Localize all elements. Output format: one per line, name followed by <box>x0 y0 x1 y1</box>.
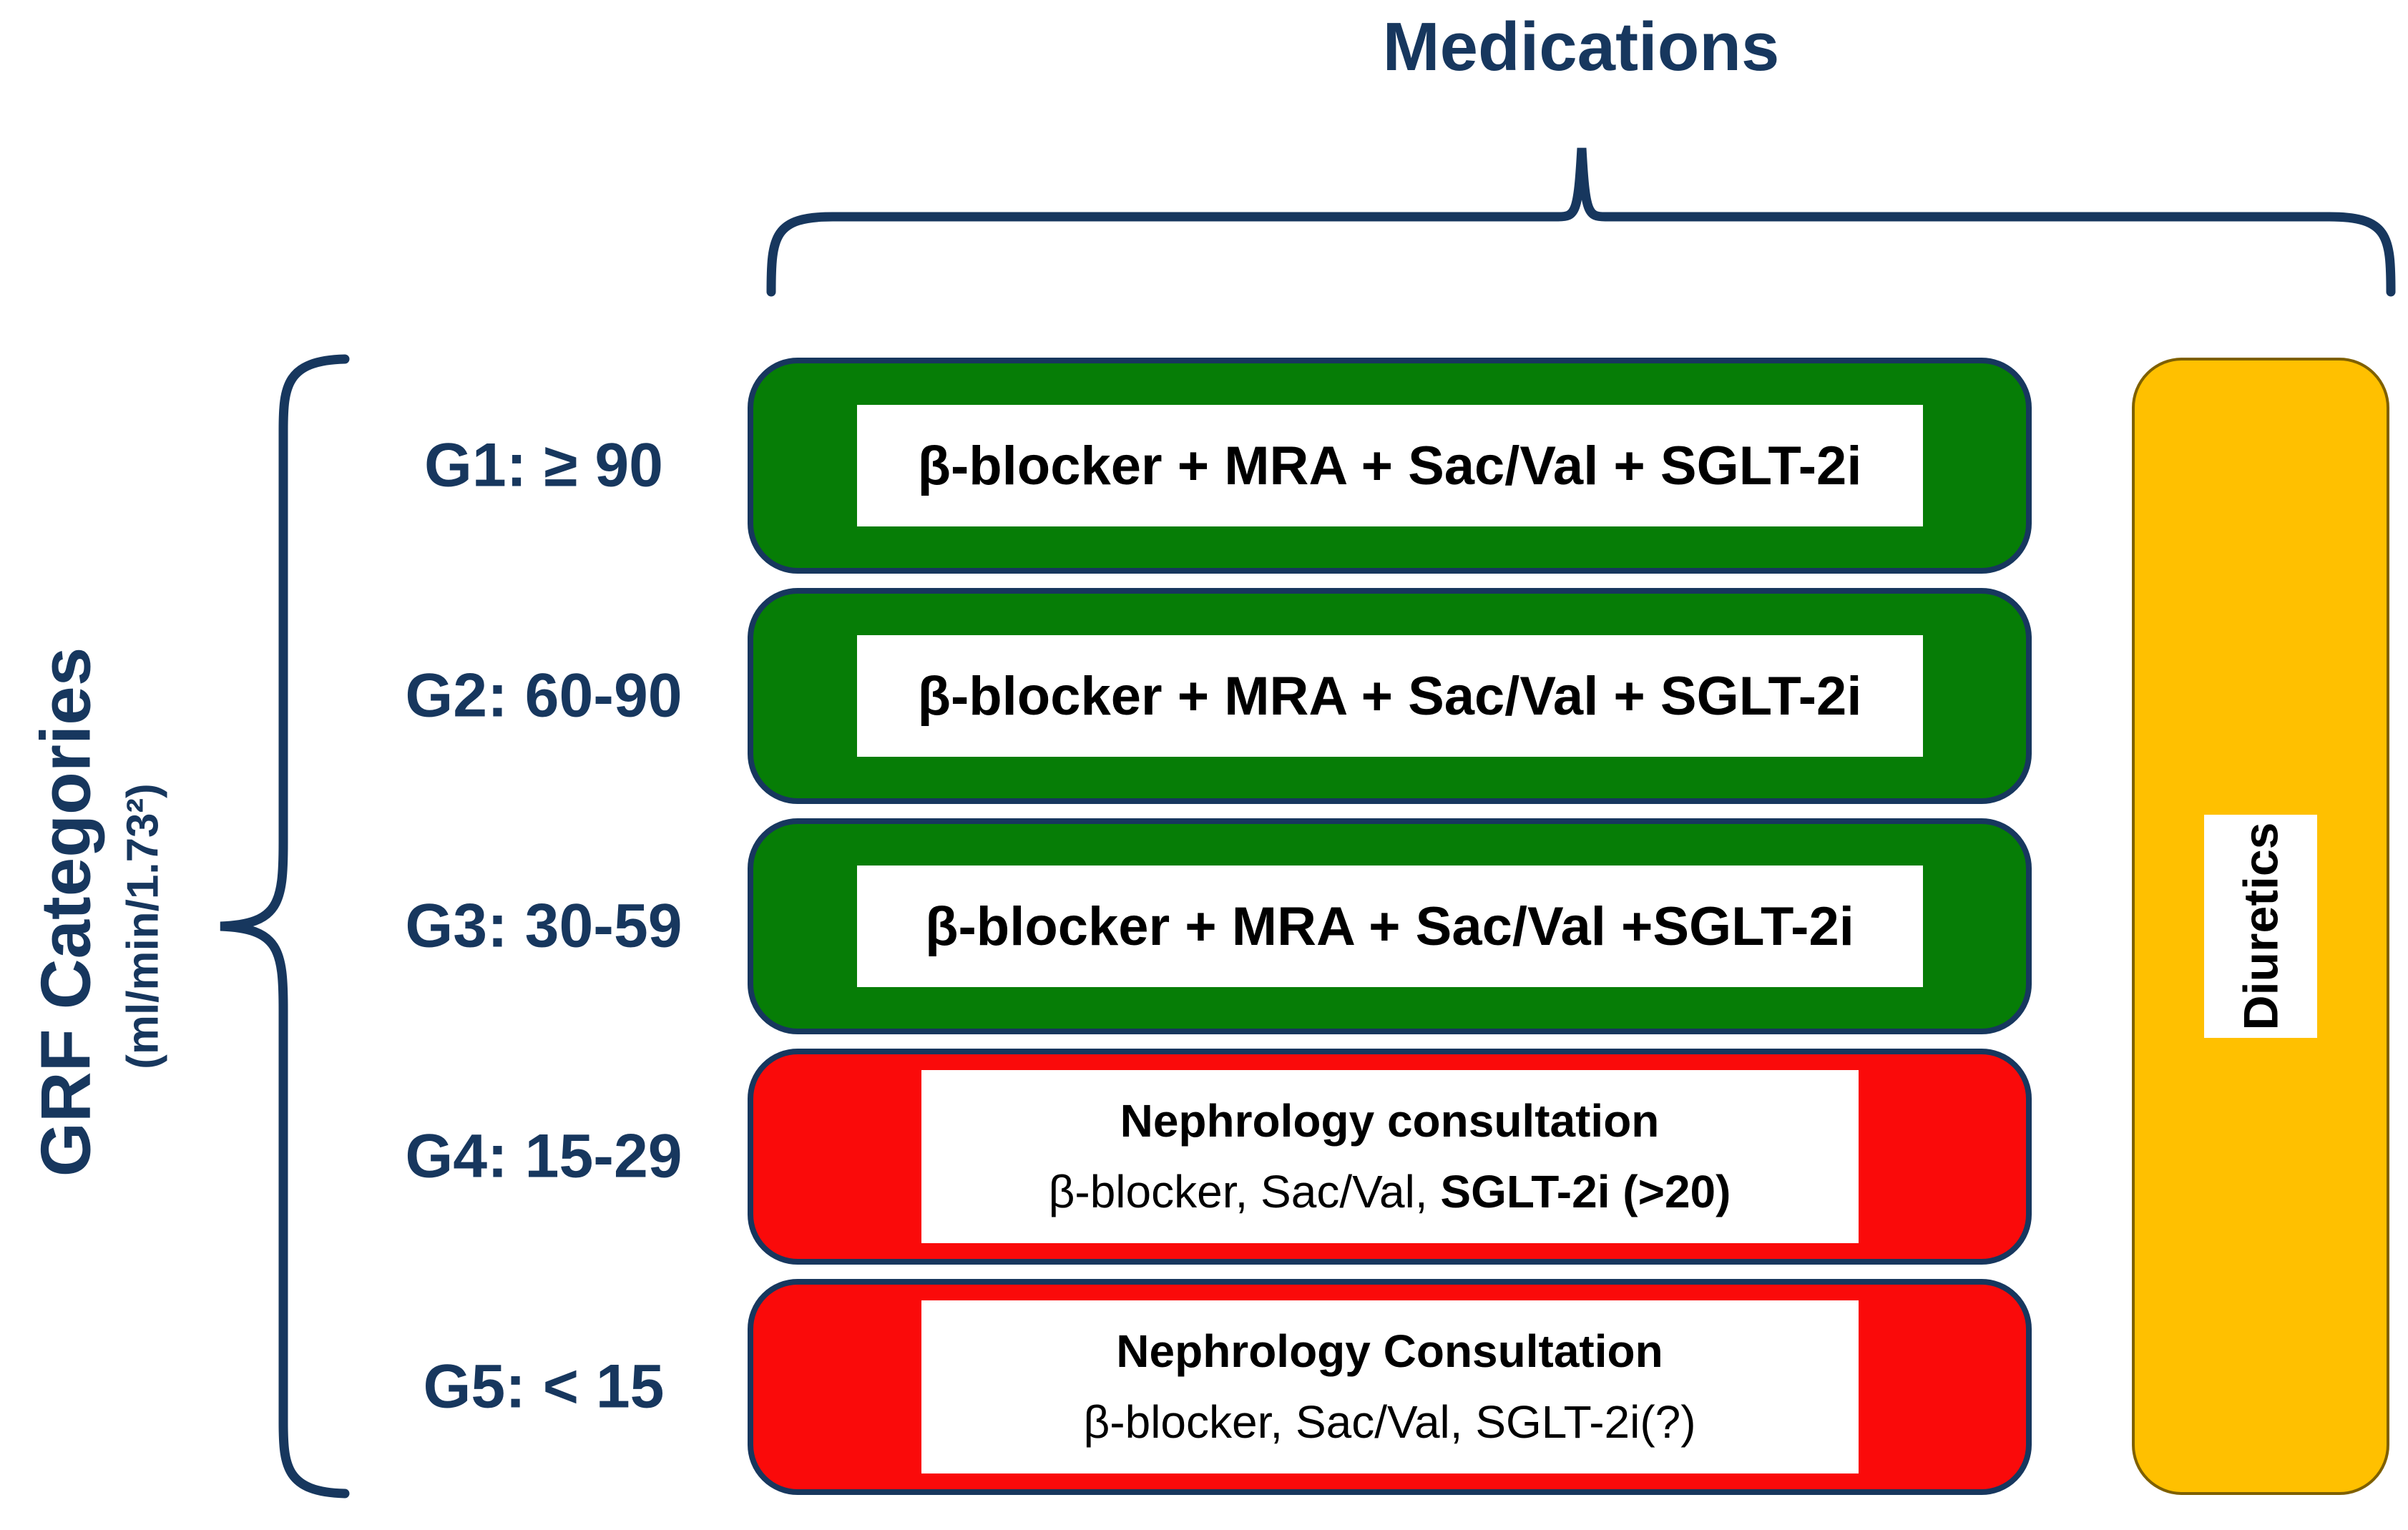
medication-label-g4: Nephrology consultation β-blocker, Sac/V… <box>921 1070 1859 1243</box>
grf-category-label-g1: G1: ≥ 90 <box>424 431 663 500</box>
medication-line-g4: β-blocker, Sac/Val, SGLT-2i (>20) <box>1049 1157 1731 1227</box>
medication-label-g2: β-blocker + MRA + Sac/Val + SGLT-2i <box>856 635 1923 757</box>
nephrology-heading-g4: Nephrology consultation <box>1120 1094 1660 1147</box>
left-brace <box>220 354 350 1499</box>
medication-box-g5: Nephrology Consultation β-blocker, Sac/V… <box>748 1279 2032 1495</box>
grf-category-label-g5: G5: < 15 <box>423 1352 665 1421</box>
medication-text-g2: β-blocker + MRA + Sac/Val + SGLT-2i <box>917 665 1862 727</box>
medication-text-g3: β-blocker + MRA + Sac/Val +SGLT-2i <box>925 896 1854 957</box>
medication-label-g1: β-blocker + MRA + Sac/Val + SGLT-2i <box>856 405 1923 526</box>
grf-category-label-g2: G2: 60-90 <box>405 661 682 730</box>
top-brace <box>766 147 2396 297</box>
diuretics-text: Diuretics <box>2233 822 2288 1031</box>
medication-bold-g4: SGLT-2i (>20) <box>1440 1166 1731 1217</box>
medication-box-g2: β-blocker + MRA + Sac/Val + SGLT-2i <box>748 588 2032 804</box>
diuretics-box: Diuretics <box>2132 358 2389 1495</box>
medication-regular-g4: β-blocker, Sac/Val, <box>1048 1166 1441 1217</box>
grf-categories-units: (ml/min/1.73²) <box>118 783 168 1069</box>
grf-category-label-g4: G4: 15-29 <box>405 1122 682 1191</box>
grf-categories-title: GRF Categories <box>26 647 105 1177</box>
nephrology-heading-g5: Nephrology Consultation <box>1116 1325 1663 1377</box>
diuretics-label: Diuretics <box>2204 815 2317 1038</box>
medication-box-g3: β-blocker + MRA + Sac/Val +SGLT-2i <box>748 818 2032 1034</box>
medications-title: Medications <box>1382 9 1780 85</box>
medication-regular-g5: β-blocker, Sac/Val, SGLT-2i(?) <box>1083 1396 1696 1448</box>
medication-text-g1: β-blocker + MRA + Sac/Val + SGLT-2i <box>917 435 1862 496</box>
grf-category-label-g3: G3: 30-59 <box>405 891 682 961</box>
medication-line-g5: β-blocker, Sac/Val, SGLT-2i(?) <box>1083 1387 1695 1458</box>
medication-label-g5: Nephrology Consultation β-blocker, Sac/V… <box>921 1300 1859 1473</box>
medication-box-g1: β-blocker + MRA + Sac/Val + SGLT-2i <box>748 358 2032 574</box>
medication-box-g4: Nephrology consultation β-blocker, Sac/V… <box>748 1049 2032 1265</box>
medication-label-g3: β-blocker + MRA + Sac/Val +SGLT-2i <box>856 865 1923 987</box>
